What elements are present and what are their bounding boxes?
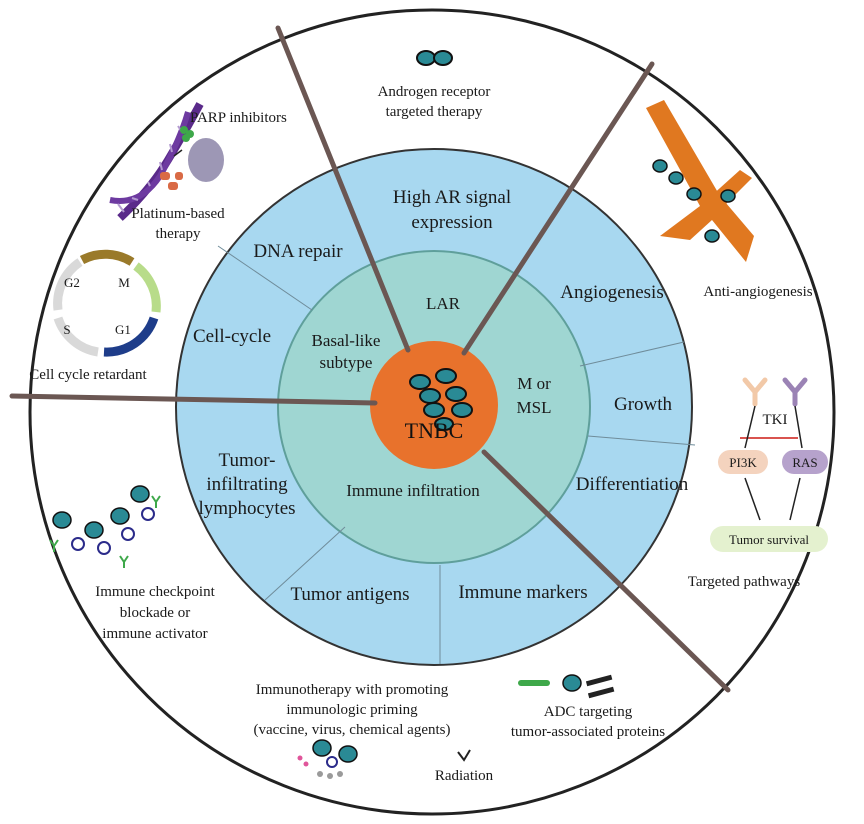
feature-dna-repair: DNA repair: [253, 241, 343, 262]
androgen-cells-icon: [416, 50, 453, 66]
pi3k-node: [718, 450, 768, 474]
therapy-targeted-pathways: Targeted pathways: [688, 574, 801, 590]
therapy-immunotherapy-line1: Immunotherapy with promoting: [256, 682, 449, 698]
feature-high-ar-line2: expression: [411, 212, 493, 233]
immune-cells-icon: [49, 485, 161, 568]
feature-dividers: [217, 245, 696, 664]
blood-vessel-icon: [646, 100, 754, 262]
sector-dividers: [9, 25, 731, 693]
therapy-platinum-line1: Platinum-based: [131, 206, 225, 222]
feature-high-ar-line1: High AR signal: [393, 187, 511, 208]
subtype-basal-like-line1: Basal-like: [312, 331, 381, 350]
pathway-arrows: [744, 405, 803, 521]
subtype-m-msl-line1: M or: [517, 374, 551, 393]
adc-drug-icon: [518, 674, 615, 699]
therapy-radiation: Radiation: [435, 768, 494, 784]
phase-g2: G2: [64, 275, 80, 290]
ras-node: [782, 450, 828, 474]
vaccine-cells-icon: [297, 739, 358, 779]
phase-g1: G1: [115, 322, 131, 337]
phase-m: M: [118, 275, 130, 290]
therapy-parp: PARP inhibitors: [190, 110, 287, 126]
feature-cell-cycle: Cell-cycle: [193, 326, 271, 347]
therapy-adc-line2: tumor-associated proteins: [511, 724, 665, 740]
phase-s: S: [63, 322, 70, 337]
therapy-checkpoint-line3: immune activator: [102, 626, 207, 642]
therapy-checkpoint-line2: blockade or: [120, 605, 190, 621]
subtype-basal-like-line2: subtype: [320, 353, 373, 372]
tumor-survival-node: [710, 526, 828, 552]
tnbc-label: TNBC: [405, 418, 464, 443]
therapy-adc-line1: ADC targeting: [544, 704, 633, 720]
cell-cycle-wheel-icon: [53, 249, 161, 357]
therapy-platinum-line2: therapy: [156, 226, 201, 242]
feature-growth: Growth: [614, 394, 673, 415]
therapy-checkpoint-line1: Immune checkpoint: [95, 584, 215, 600]
pathway-survival: Tumor survival: [729, 532, 809, 547]
therapy-androgen-line2: targeted therapy: [386, 104, 483, 120]
feature-til-line3: lymphocytes: [198, 498, 295, 519]
platinum-drug-icon: [160, 172, 183, 190]
subtype-lar: LAR: [426, 294, 461, 313]
therapy-immunotherapy-line2: immunologic priming: [286, 702, 418, 718]
therapy-androgen-line1: Androgen receptor: [378, 84, 491, 100]
radiation-icon: [457, 749, 471, 762]
subtype-m-msl-line2: MSL: [517, 398, 552, 417]
feature-angiogenesis: Angiogenesis: [560, 282, 663, 303]
therapy-cell-cycle-retardant: Cell cycle retardant: [29, 367, 147, 383]
feature-differentiation: Differentiation: [576, 474, 689, 495]
tumor-cells-core: [409, 368, 473, 431]
pathway-pi3k: PI3K: [729, 455, 757, 470]
pathway-tki: TKI: [763, 412, 788, 428]
parp-protein-icon: [173, 126, 224, 182]
feature-til-line1: Tumor-: [219, 450, 276, 471]
receptor-icons: [742, 377, 808, 407]
feature-til-line2: infiltrating: [206, 474, 288, 495]
subtype-immune: Immune infiltration: [346, 481, 480, 500]
therapy-immunotherapy-line3: (vaccine, virus, chemical agents): [254, 722, 451, 738]
feature-tumor-antigens: Tumor antigens: [290, 584, 409, 605]
feature-immune-markers: Immune markers: [458, 582, 587, 603]
therapy-anti-angiogenesis: Anti-angiogenesis: [703, 284, 812, 300]
pathway-ras: RAS: [792, 455, 817, 470]
